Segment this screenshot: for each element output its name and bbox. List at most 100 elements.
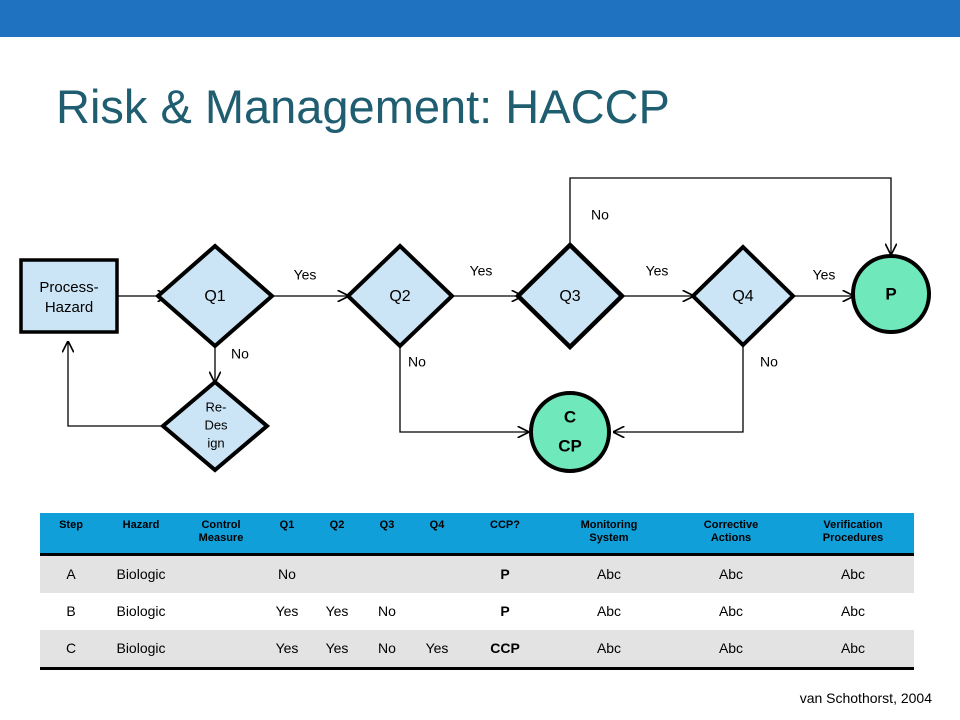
cell-q2: Yes [312,630,362,670]
edge-q4-no-to-ccp [614,346,744,432]
node-process-hazard-line1: Process- [39,279,98,296]
node-redesign-line2: Des [204,417,228,432]
node-p[interactable]: P [851,254,931,334]
column-header-hazard-line1: Hazard [122,519,160,531]
cell-q3 [362,555,412,594]
cell-hazard: Biologic [116,566,166,582]
cell-verification-procedures: Abc [840,566,866,582]
column-header-control-measure-line1: Control [201,519,241,531]
edge-label-q1-no: No [231,346,249,362]
edge-redesign-to-process [68,342,167,427]
column-header-ccp[interactable]: CCP? [462,513,548,556]
connector-lines [68,177,891,432]
table-row[interactable]: B Biologic Yes Yes No P Abc Abc Abc [40,593,914,630]
cell-q1: Yes [262,630,312,670]
table-row[interactable]: C Biologic Yes Yes No Yes CCP Abc Abc Ab… [40,630,914,670]
column-header-monitoring-system[interactable]: Monitoring System [548,513,670,556]
node-q2-label: Q2 [389,288,410,305]
node-ccp-line2: CP [558,436,582,455]
column-header-control-measure[interactable]: Control Measure [180,513,262,556]
cell-hazard: Biologic [102,630,180,670]
column-header-monitoring-system-line2: System [589,532,629,544]
cell-corrective-actions: Abc [718,566,744,582]
node-ccp[interactable]: C CP [529,391,611,473]
column-header-q4-line1: Q4 [429,519,445,531]
cell-monitoring-system: Abc [596,566,622,582]
node-q2[interactable]: Q2 [345,243,455,349]
cell-step: A [66,566,76,582]
top-banner [0,0,960,37]
node-p-label: P [885,284,896,303]
column-header-corrective-actions-line2: Actions [710,532,752,544]
node-q1[interactable]: Q1 [154,243,276,349]
node-q1-label: Q1 [204,288,225,305]
cell-control-measure [180,555,262,594]
cell-step: B [66,603,76,619]
column-header-step[interactable]: Step [40,513,102,556]
node-q4-label: Q4 [732,288,753,305]
edge-label-q4-no: No [760,354,778,370]
column-header-verification-procedures-line2: Procedures [822,532,884,544]
cell-q1: No [278,566,296,582]
edge-label-q4-yes: Yes [813,267,836,283]
cell-monitoring-system: Abc [596,603,622,619]
column-header-q2[interactable]: Q2 [312,513,362,556]
edge-label-q2-no: No [408,354,426,370]
cell-q4 [412,593,462,630]
source-citation: van Schothorst, 2004 [799,690,932,706]
column-header-ccp-line1: CCP? [490,519,520,531]
column-header-q1[interactable]: Q1 [262,513,312,556]
edge-q3-no-to-p [569,177,891,254]
cell-ccp: CCP [462,630,548,670]
table-row[interactable]: A Biologic No P Abc Abc Abc [40,554,914,594]
cell-q4 [412,555,462,594]
cell-ccp: P [500,566,510,582]
column-header-q1-line1: Q1 [279,519,295,531]
node-ccp-line1: C [564,407,576,426]
cell-q2: Yes [325,603,349,619]
node-redesign[interactable]: Re- Des ign [159,379,271,473]
cell-hazard: Biologic [116,603,166,619]
column-header-q3-line1: Q3 [379,519,395,531]
cell-control-measure [180,593,262,630]
column-header-verification-procedures[interactable]: Verification Procedures [792,513,914,556]
haccp-summary-table: Step Hazard Control Measure Q1 Q2 Q3 [40,513,914,670]
column-header-step-line1: Step [59,519,83,531]
cell-ccp: P [500,603,510,619]
node-redesign-line1: Re- [206,399,227,414]
cell-q3: No [362,630,412,670]
edge-label-q2-yes: Yes [470,263,493,279]
cell-q1: Yes [275,603,299,619]
column-header-corrective-actions-line1: Corrective [703,519,759,531]
node-q4[interactable]: Q4 [690,244,796,348]
node-redesign-line3: ign [207,435,224,450]
node-q3[interactable]: Q3 [514,241,626,351]
column-header-monitoring-system-line1: Monitoring [580,519,638,531]
cell-verification-procedures: Abc [792,630,914,670]
cell-control-measure [180,630,262,670]
edge-q2-no-to-ccp [399,346,528,432]
haccp-decision-tree-diagram: Process- Hazard Q1 Re- Des ign Q2 Q3 [19,177,931,473]
cell-q4: Yes [412,630,462,670]
column-header-hazard[interactable]: Hazard [102,513,180,556]
node-process-hazard[interactable]: Process- Hazard [19,258,119,334]
column-header-verification-procedures-line1: Verification [823,519,883,531]
node-q3-label: Q3 [559,288,580,305]
column-header-q2-line1: Q2 [329,519,345,531]
column-header-control-measure-line2: Measure [198,532,244,544]
table-header-row: Step Hazard Control Measure Q1 Q2 Q3 [40,513,914,556]
edge-label-q3-yes: Yes [646,263,669,279]
edge-labels: Yes No Yes No Yes No Yes No [231,207,835,370]
cell-q3: No [378,603,396,619]
cell-q2 [312,555,362,594]
column-header-q3[interactable]: Q3 [362,513,412,556]
column-header-corrective-actions[interactable]: Corrective Actions [670,513,792,556]
cell-corrective-actions: Abc [670,630,792,670]
column-header-q4[interactable]: Q4 [412,513,462,556]
edge-label-q3-no: No [591,207,609,223]
page-title: Risk & Management: HACCP [56,80,670,133]
cell-monitoring-system: Abc [548,630,670,670]
cell-verification-procedures: Abc [840,603,866,619]
edge-label-q1-yes: Yes [294,267,317,283]
